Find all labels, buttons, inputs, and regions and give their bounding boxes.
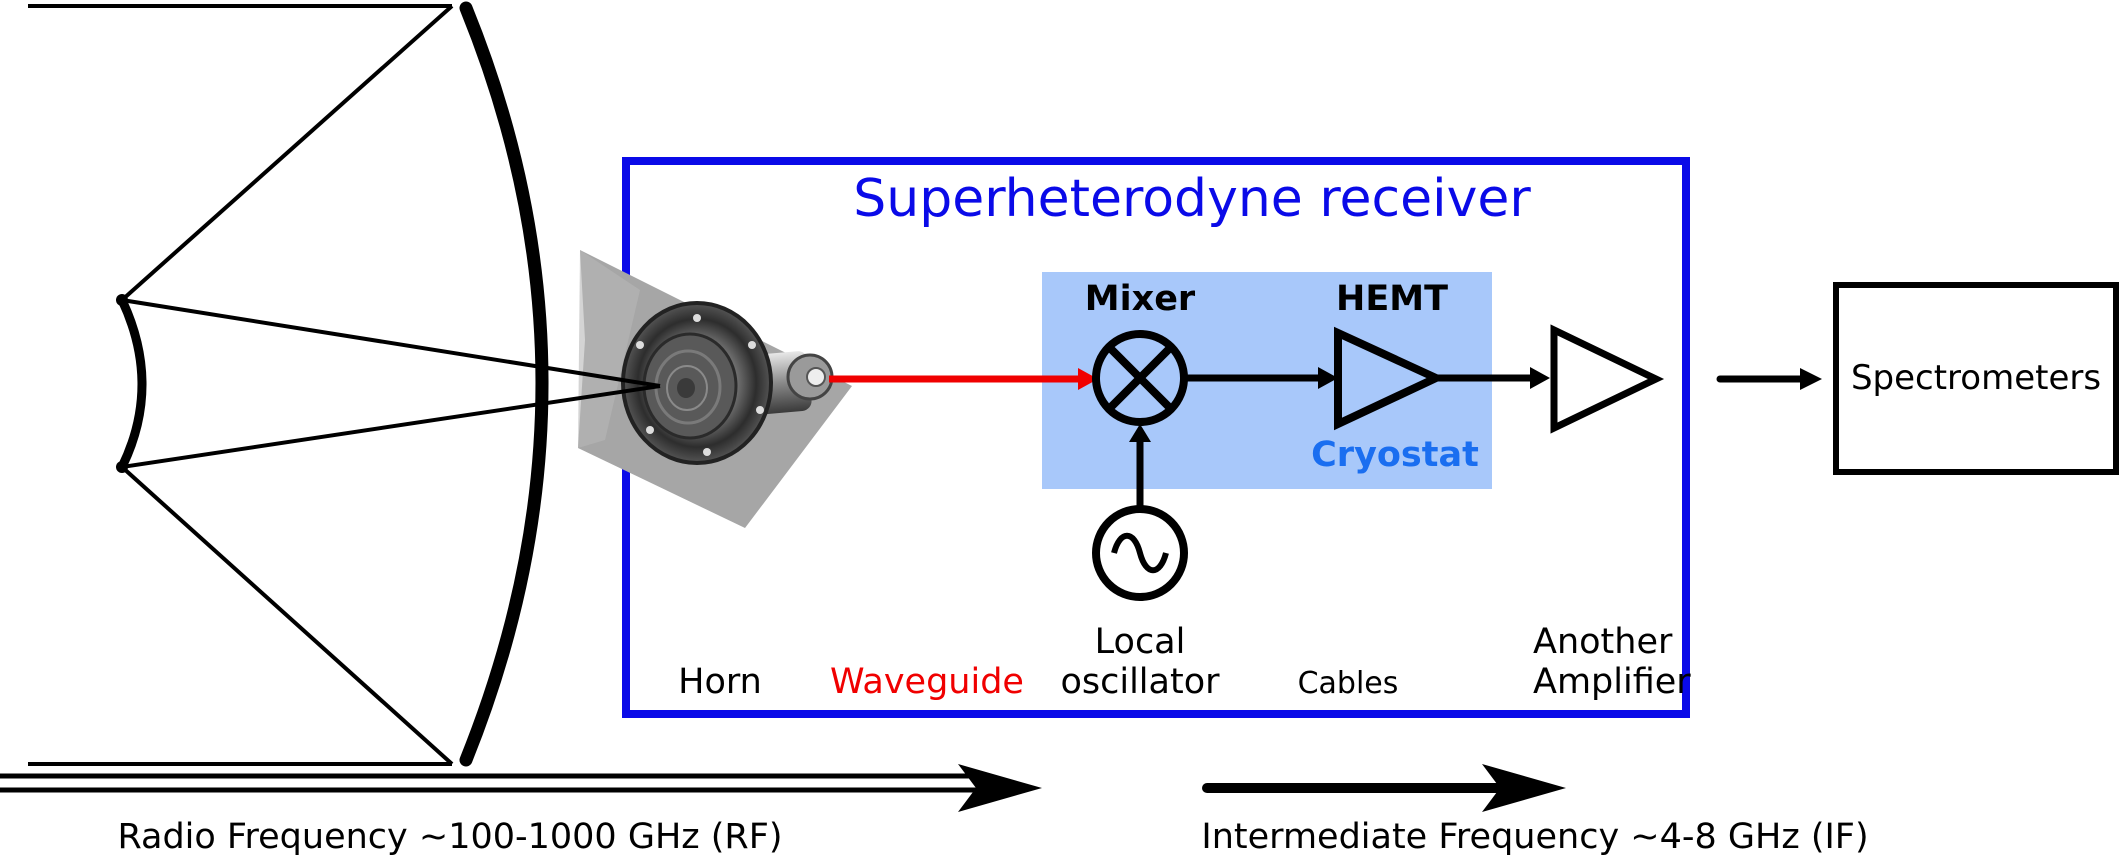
cryostat-label: Cryostat xyxy=(1311,435,1479,475)
waveguide-label: Waveguide xyxy=(830,662,1024,702)
local-oscillator-label-line1: Local xyxy=(1095,622,1186,662)
mixer-to-hemt-arrowhead xyxy=(1318,367,1338,389)
cables-label: Cables xyxy=(1298,666,1399,701)
dish-antenna xyxy=(28,1,549,767)
lo-arrowhead xyxy=(1129,424,1151,442)
amplifier-label-line2: Amplifier xyxy=(1533,662,1691,702)
strut-top xyxy=(120,4,454,302)
mixer-symbol xyxy=(1092,330,1188,426)
amplifier-label-line1: Another xyxy=(1533,622,1673,662)
strut-bottom xyxy=(120,465,454,766)
spectrometers-label: Spectrometers xyxy=(1851,358,2101,398)
beam-line-top xyxy=(121,298,661,388)
horn-photo xyxy=(578,250,852,528)
rf-band-label: Radio Frequency ~100-1000 GHz (RF) xyxy=(117,817,782,857)
horn-label: Horn xyxy=(678,662,762,702)
local-oscillator-symbol xyxy=(1092,505,1188,601)
hemt-label: HEMT xyxy=(1336,279,1448,319)
local-oscillator-label-line2: oscillator xyxy=(1060,662,1220,702)
if-band-label: Intermediate Frequency ~4-8 GHz (IF) xyxy=(1201,817,1868,857)
waveguide-arrowhead xyxy=(1078,368,1098,390)
hemt-amplifier-symbol xyxy=(1334,326,1446,431)
another-amplifier-symbol xyxy=(1550,324,1665,434)
hemt-to-amplifier-arrowhead xyxy=(1530,367,1550,389)
receiver-title: Superheterodyne receiver xyxy=(853,169,1531,229)
rf-band-arrowhead xyxy=(958,764,1042,812)
subreflector xyxy=(117,295,147,472)
mixer-label: Mixer xyxy=(1085,279,1196,319)
to-spectrometers-arrowhead xyxy=(1800,368,1822,390)
dish-reflector xyxy=(459,1,549,767)
beam-line-bottom xyxy=(121,384,661,469)
if-band-arrowhead xyxy=(1482,764,1566,812)
spectrometers-box xyxy=(1833,282,2119,475)
